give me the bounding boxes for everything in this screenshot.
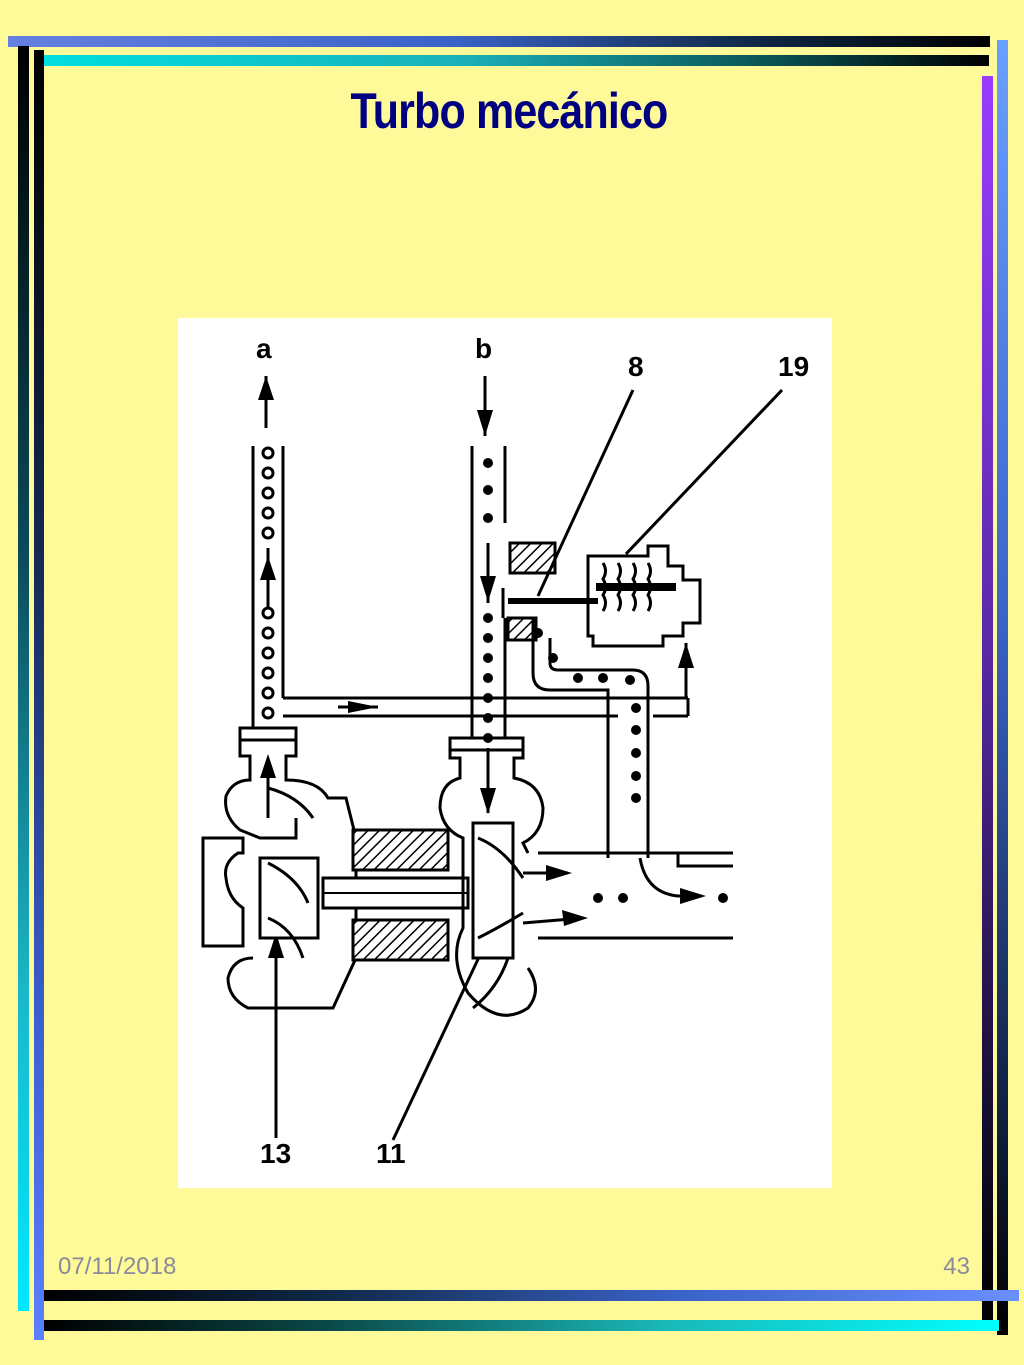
right-border-bar-inner	[982, 76, 993, 1321]
right-border-bar	[997, 40, 1008, 1335]
label-11: 11	[376, 1138, 406, 1169]
slide-date: 07/11/2018	[58, 1253, 177, 1280]
top-border-bar	[8, 36, 990, 47]
label-8: 8	[628, 351, 644, 382]
left-border-bar-inner	[34, 50, 44, 1340]
exhaust-flow-arrows	[480, 543, 706, 926]
top-border-bar-inner	[34, 55, 989, 66]
exhaust-flow-markers	[483, 458, 728, 903]
slide-title: Turbo mecánico	[350, 83, 669, 139]
left-border-bar	[18, 46, 29, 1311]
turbo-diagram-svg: a b 8 19 13 11	[201, 333, 809, 1169]
turbo-diagram: a b 8 19 13 11	[178, 318, 832, 1188]
bottom-border-bar	[44, 1290, 1019, 1301]
diagram-drawing	[201, 376, 784, 1141]
air-flow-markers	[261, 446, 275, 720]
slide-page-number: 43	[943, 1253, 970, 1280]
label-13: 13	[260, 1138, 291, 1169]
label-19: 19	[778, 351, 809, 382]
label-a: a	[256, 333, 272, 364]
bottom-border-bar-outer	[44, 1320, 999, 1331]
label-b: b	[475, 333, 492, 364]
air-flow-arrows	[260, 548, 276, 818]
